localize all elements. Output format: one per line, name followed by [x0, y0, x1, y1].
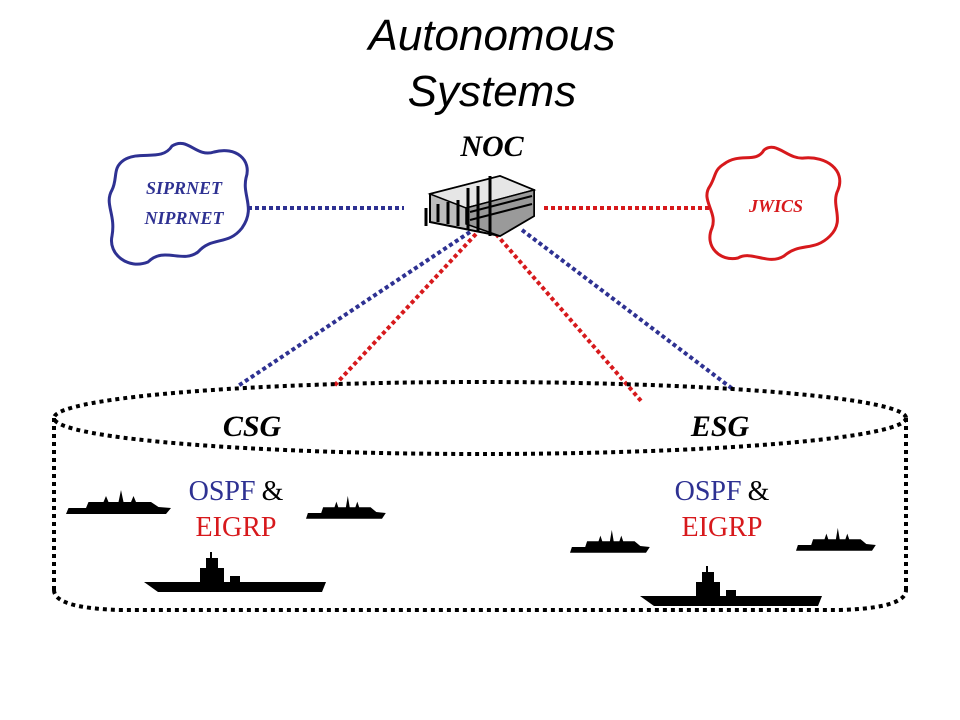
esg-destroyer-ship-icon — [570, 529, 650, 553]
autonomous-system-boundary — [52, 380, 908, 612]
esg-ospf-label: OSPF — [675, 476, 742, 507]
link-noc-esg-blue — [520, 228, 736, 392]
esg-escort-ship-icon — [796, 527, 876, 551]
csg-destroyer-ship-icon — [66, 490, 171, 514]
link-noc-csg-red — [332, 232, 478, 388]
esg-protocols-line1: OSPF& — [675, 476, 770, 507]
esg-eigrp-label: EIGRP — [682, 512, 763, 543]
siprnet-label: SIPRNET — [146, 178, 223, 198]
title-line-2: Systems — [408, 67, 577, 116]
csg-eigrp-label: EIGRP — [196, 512, 277, 543]
esg-amphibious-ship-icon — [640, 566, 822, 606]
noc-label: NOC — [459, 130, 524, 163]
csg-carrier-ship-icon — [144, 552, 326, 592]
title-line-1: Autonomous — [365, 11, 615, 60]
siprnet-niprnet-cloud: SIPRNET NIPRNET — [107, 142, 250, 266]
niprnet-label: NIPRNET — [143, 208, 224, 228]
csg-label: CSG — [223, 410, 282, 443]
link-noc-esg-red — [494, 232, 644, 404]
esg-connector: & — [748, 476, 770, 507]
csg-protocols-line1: OSPF& — [189, 476, 284, 507]
jwics-cloud: JWICS — [705, 145, 842, 261]
noc-building-icon — [424, 174, 537, 238]
esg-label: ESG — [690, 410, 750, 443]
csg-ospf-label: OSPF — [189, 476, 256, 507]
jwics-label: JWICS — [748, 196, 803, 216]
csg-escort-ship-icon — [306, 495, 386, 519]
csg-connector: & — [262, 476, 284, 507]
link-noc-csg-blue — [236, 230, 472, 388]
